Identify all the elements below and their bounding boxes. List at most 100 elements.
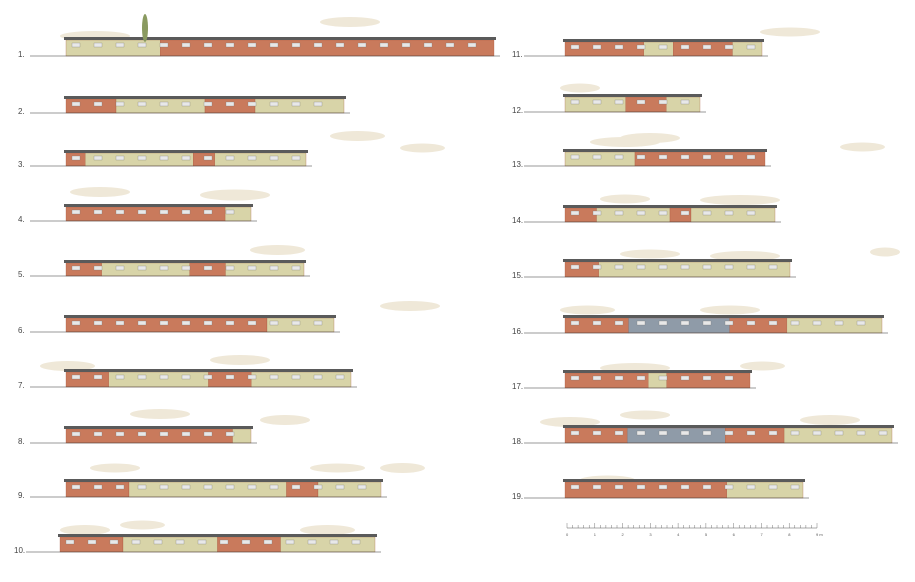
elevation-6: 6. (18, 315, 340, 335)
window (570, 430, 580, 436)
cloud (320, 17, 380, 27)
window (614, 430, 624, 436)
window (680, 210, 690, 216)
facade-segment (666, 372, 751, 389)
window (702, 44, 712, 50)
window (423, 42, 433, 48)
window (856, 430, 866, 436)
facade-segment (564, 372, 649, 389)
window (93, 42, 103, 48)
window (724, 430, 734, 436)
window (357, 484, 367, 490)
window (291, 484, 301, 490)
cloud-layer (40, 17, 900, 535)
window (702, 484, 712, 490)
cloud (620, 410, 670, 420)
window (856, 320, 866, 326)
facade-segment (643, 41, 674, 57)
elevation-label: 17. (512, 382, 523, 391)
window (570, 484, 580, 490)
window (115, 320, 125, 326)
window (269, 484, 279, 490)
window (680, 320, 690, 326)
facade-segment (564, 207, 597, 223)
window (291, 155, 301, 161)
window (175, 539, 185, 545)
window (93, 155, 103, 161)
window (636, 210, 646, 216)
window (746, 44, 756, 50)
window (203, 101, 213, 107)
window (768, 320, 778, 326)
roof-line (64, 369, 353, 372)
window (115, 209, 125, 215)
window (357, 42, 367, 48)
window (746, 264, 756, 270)
window (702, 210, 712, 216)
cloud (130, 409, 190, 419)
facade-segment (564, 317, 629, 334)
window (790, 430, 800, 436)
roof-line (563, 479, 805, 482)
window (636, 484, 646, 490)
window (658, 154, 668, 160)
window (269, 42, 279, 48)
elevation-label: 10. (14, 546, 25, 555)
window (724, 484, 734, 490)
window (181, 320, 191, 326)
window (878, 430, 888, 436)
window (834, 430, 844, 436)
window (592, 154, 602, 160)
window (313, 101, 323, 107)
cloud (400, 143, 445, 153)
window (658, 99, 668, 105)
window (181, 42, 191, 48)
cloud (870, 247, 900, 257)
window (724, 154, 734, 160)
window (570, 99, 580, 105)
window (65, 539, 75, 545)
window (724, 44, 734, 50)
facade-segment (626, 427, 726, 444)
window (247, 265, 257, 271)
window (702, 264, 712, 270)
window (335, 374, 345, 380)
window (203, 209, 213, 215)
window (203, 42, 213, 48)
window (592, 320, 602, 326)
cloud (380, 301, 440, 311)
window (159, 431, 169, 437)
elevation-label: 14. (512, 216, 523, 225)
window (71, 431, 81, 437)
window (137, 265, 147, 271)
window (115, 155, 125, 161)
facade-segment (65, 371, 109, 388)
window (93, 209, 103, 215)
window (592, 44, 602, 50)
elevation-label: 5. (18, 270, 25, 279)
window (203, 484, 213, 490)
cloud (200, 189, 270, 201)
window (71, 320, 81, 326)
roof-line (563, 315, 884, 318)
roof-line (563, 94, 702, 97)
roof-line (64, 315, 336, 318)
window (592, 375, 602, 381)
window (87, 539, 97, 545)
facade-segment (286, 481, 319, 498)
facade-segment (208, 371, 252, 388)
window (159, 155, 169, 161)
window (71, 484, 81, 490)
window (291, 320, 301, 326)
elevation-label: 9. (18, 491, 25, 500)
window (592, 210, 602, 216)
scale-tick-label: 9 m (816, 532, 823, 537)
facade-segment (232, 428, 252, 444)
window (203, 374, 213, 380)
facade-segment (160, 39, 495, 57)
window (247, 155, 257, 161)
window (570, 154, 580, 160)
facade-segment (564, 96, 626, 113)
cloud (90, 463, 140, 473)
